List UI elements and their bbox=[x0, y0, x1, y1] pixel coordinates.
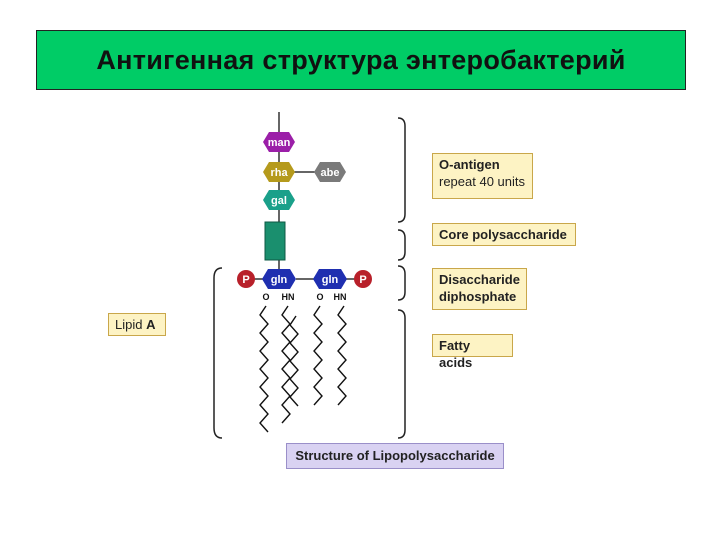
core-block bbox=[264, 221, 286, 261]
lipid-a-label: Lipid A bbox=[108, 313, 166, 336]
gal-label: gal bbox=[271, 195, 287, 207]
title-bar: Антигенная структура энтеробактерий bbox=[36, 30, 686, 90]
gln-right-sugar: gln bbox=[313, 269, 347, 289]
o-antigen-subtitle: repeat 40 units bbox=[439, 174, 526, 189]
gal-sugar: gal bbox=[263, 190, 295, 210]
o-antigen-label: O-antigen repeat 40 units bbox=[432, 153, 533, 199]
brace-fatty-acids bbox=[397, 309, 406, 439]
brace-o-antigen bbox=[397, 117, 406, 223]
gln-left-sugar: gln bbox=[262, 269, 296, 289]
abe-sugar: abe bbox=[314, 162, 346, 182]
man-sugar: man bbox=[263, 132, 295, 152]
fatty-acid-chain-5 bbox=[337, 305, 347, 406]
gln-right-label: gln bbox=[322, 274, 339, 286]
fatty-acid-chains bbox=[259, 305, 347, 433]
disaccharide-line1: Disaccharide bbox=[439, 272, 520, 287]
lipid-a-prefix: Lipid bbox=[115, 317, 147, 332]
brace-core bbox=[397, 229, 406, 261]
disaccharide-line2: diphosphate bbox=[439, 289, 517, 304]
man-label: man bbox=[268, 137, 291, 149]
structure-caption: Structure of Lipopolysaccharide bbox=[286, 443, 504, 469]
fatty-acid-chain-1 bbox=[259, 305, 269, 433]
gln-left-label: gln bbox=[271, 274, 288, 286]
rha-sugar: rha bbox=[263, 162, 295, 182]
phosphate-right-label: P bbox=[359, 274, 366, 286]
hn-left-label: HN bbox=[282, 292, 295, 302]
fatty-acid-chain-2 bbox=[281, 305, 291, 424]
disaccharide-diphosphate-label: Disaccharide diphosphate bbox=[432, 268, 527, 310]
o-antigen-title: O-antigen bbox=[439, 157, 500, 172]
brace-lipid-a bbox=[213, 267, 223, 439]
o-left-label: O bbox=[262, 292, 269, 302]
phosphate-left: P bbox=[237, 270, 255, 288]
page-title: Антигенная структура энтеробактерий bbox=[96, 44, 626, 75]
fatty-acids-label: Fatty acids bbox=[432, 334, 513, 370]
abe-label: abe bbox=[321, 167, 340, 179]
lipid-a-letter: A bbox=[146, 317, 156, 332]
core-polysaccharide-text: Core polysaccharide bbox=[439, 227, 567, 242]
fatty-acids-text: Fatty acids bbox=[439, 338, 473, 370]
hn-right-label: HN bbox=[334, 292, 347, 302]
phosphate-left-label: P bbox=[242, 274, 249, 286]
fatty-acid-chain-4 bbox=[313, 305, 323, 406]
o-right-label: O bbox=[316, 292, 323, 302]
phosphate-right: P bbox=[354, 270, 372, 288]
brace-disaccharide bbox=[397, 265, 406, 301]
fatty-acid-chain-3 bbox=[289, 315, 299, 407]
rha-label: rha bbox=[270, 167, 288, 179]
core-polysaccharide-label: Core polysaccharide bbox=[432, 223, 576, 246]
